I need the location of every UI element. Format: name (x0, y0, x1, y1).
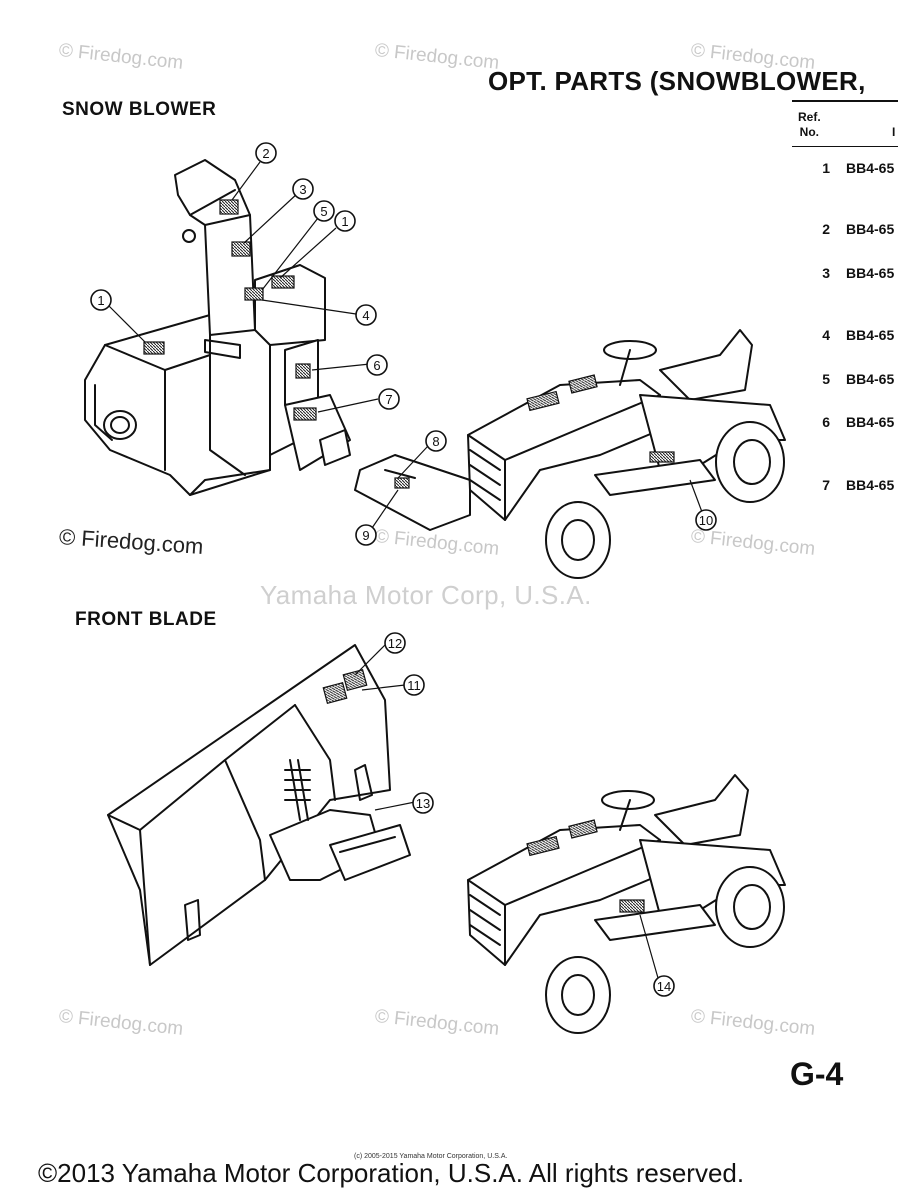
page-number: G-4 (790, 1056, 844, 1092)
callout-label: 8 (432, 434, 439, 449)
watermark-corp: Yamaha Motor Corp, U.S.A. (260, 580, 592, 610)
column-header-part: I (892, 125, 896, 139)
snow-blower-leaders (106, 161, 429, 529)
callout-label: 11 (407, 678, 421, 693)
small-print: (c) 2005-2015 Yamaha Motor Corporation, … (354, 1153, 508, 1160)
table-row-ref: 1 (822, 160, 830, 176)
front-blade-drawing (107, 644, 416, 966)
table-row-ref: 3 (822, 265, 830, 281)
section-heading-snow-blower: SNOW BLOWER (62, 99, 217, 120)
callout-1b: 1 (334, 210, 356, 232)
table-row-ref: 6 (822, 414, 830, 430)
callout-label: 2 (262, 146, 269, 161)
callout-label: 1 (97, 293, 104, 308)
front-blade-callouts: 12 11 13 (384, 632, 434, 814)
table-row-part: BB4-65 (846, 327, 895, 343)
callout-label: 7 (385, 392, 392, 407)
callout-6: 6 (366, 354, 388, 376)
callout-8: 8 (425, 430, 447, 452)
table-rule (792, 100, 898, 102)
callout-label: 5 (320, 204, 327, 219)
tractor-bottom-drawing (467, 774, 786, 1034)
parts-table: Ref. No. I 1 BB4-65 2 BB4-65 3 BB4-65 4 … (792, 100, 898, 500)
table-row-part: BB4-65 (846, 221, 895, 237)
callout-10: 10 (695, 509, 717, 531)
snow-blower-drawing (84, 159, 471, 531)
callout-label: 12 (388, 636, 402, 651)
tractor-top-callouts: 10 (695, 509, 717, 531)
table-row-ref: 5 (822, 371, 830, 387)
callout-label: 3 (299, 182, 306, 197)
tractor-top-drawing (467, 329, 786, 579)
callout-4: 4 (355, 304, 377, 326)
tractor-bottom-callouts: 14 (653, 975, 675, 997)
callout-5: 5 (313, 200, 335, 222)
callout-14: 14 (653, 975, 675, 997)
callout-label: 9 (362, 528, 369, 543)
callout-13: 13 (412, 792, 434, 814)
callout-1: 1 (90, 289, 112, 311)
callout-9: 9 (355, 524, 377, 546)
table-rule (792, 146, 898, 147)
callout-3: 3 (292, 178, 314, 200)
callout-label: 10 (699, 513, 713, 528)
callout-7: 7 (378, 388, 400, 410)
table-row-part: BB4-65 (846, 265, 895, 281)
column-header-ref: Ref. No. (798, 110, 821, 139)
copyright-footer: ©2013 Yamaha Motor Corporation, U.S.A. A… (38, 1158, 745, 1188)
callout-label: 14 (657, 979, 671, 994)
callout-12: 12 (384, 632, 406, 654)
table-row-ref: 7 (822, 477, 830, 493)
callout-11: 11 (403, 674, 425, 696)
callout-label: 1 (341, 214, 348, 229)
table-row-ref: 2 (822, 221, 830, 237)
page-title: OPT. PARTS (SNOWBLOWER, (488, 66, 866, 96)
table-row-part: BB4-65 (846, 371, 895, 387)
table-row-ref: 4 (822, 327, 830, 343)
callout-label: 4 (362, 308, 369, 323)
section-heading-front-blade: FRONT BLADE (75, 609, 217, 630)
table-row-part: BB4-65 (846, 477, 895, 493)
callout-label: 6 (373, 358, 380, 373)
snow-blower-callouts: 1 2 3 5 1 4 6 7 8 9 (90, 142, 447, 546)
table-row-part: BB4-65 (846, 414, 895, 430)
table-row-part: BB4-65 (846, 160, 895, 176)
callout-2: 2 (255, 142, 277, 164)
callout-label: 13 (416, 796, 430, 811)
